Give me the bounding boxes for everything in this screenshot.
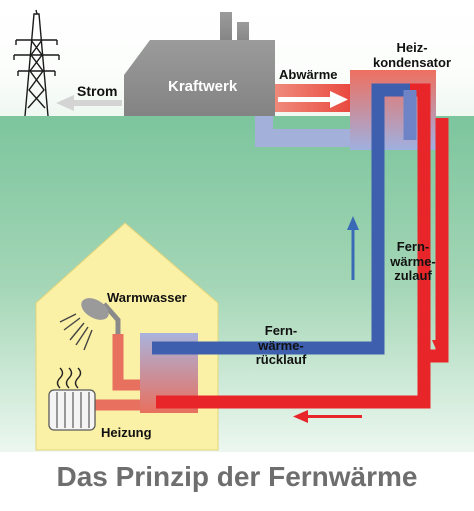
return-flow-up-arrow-icon: [347, 216, 359, 280]
zulauf-label-line2: wärme-: [390, 253, 436, 269]
ruecklauf-label: Fern- wärme- rücklauf: [245, 323, 317, 368]
title-background: [0, 452, 474, 511]
heizkondensator-label: Heiz- kondensator: [360, 40, 464, 70]
supply-flow-left-arrow-icon: [293, 410, 362, 423]
heizung-label: Heizung: [101, 425, 152, 440]
warmwasser-label: Warmwasser: [107, 290, 187, 305]
shower-head-icon: [59, 298, 121, 351]
power-plant-building: [124, 12, 275, 116]
ruecklauf-label-line2: wärme-: [258, 337, 304, 353]
power-pylon-icon: [13, 9, 60, 117]
abwaerme-arrow-icon: [278, 91, 348, 108]
zulauf-label-line1: Fern-: [396, 239, 430, 254]
heizkondensator-label-line2: kondensator: [372, 54, 451, 70]
ruecklauf-label-line3: rücklauf: [255, 352, 307, 368]
strom-arrow-icon: [56, 95, 122, 111]
ruecklauf-label-line1: Fern-: [264, 323, 298, 338]
radiator-icon: [48, 367, 96, 431]
warmwater-pipe: [112, 334, 150, 391]
kraftwerk-label: Kraftwerk: [168, 78, 238, 95]
diagram-title: Das Prinzip der Fernwärme: [56, 461, 418, 492]
zulauf-label-line3: zulauf: [394, 268, 432, 284]
return-pipe-ruecklauf: [152, 83, 410, 355]
cooling-return-pipe: [255, 116, 350, 147]
heizkondensator-label-line1: Heiz-: [396, 40, 428, 55]
zulauf-label: Fern- wärme- zulauf: [385, 239, 441, 284]
strom-label: Strom: [77, 83, 118, 99]
supply-flow-down-arrow-icon: [432, 296, 444, 354]
abwaerme-label: Abwärme: [279, 67, 338, 82]
